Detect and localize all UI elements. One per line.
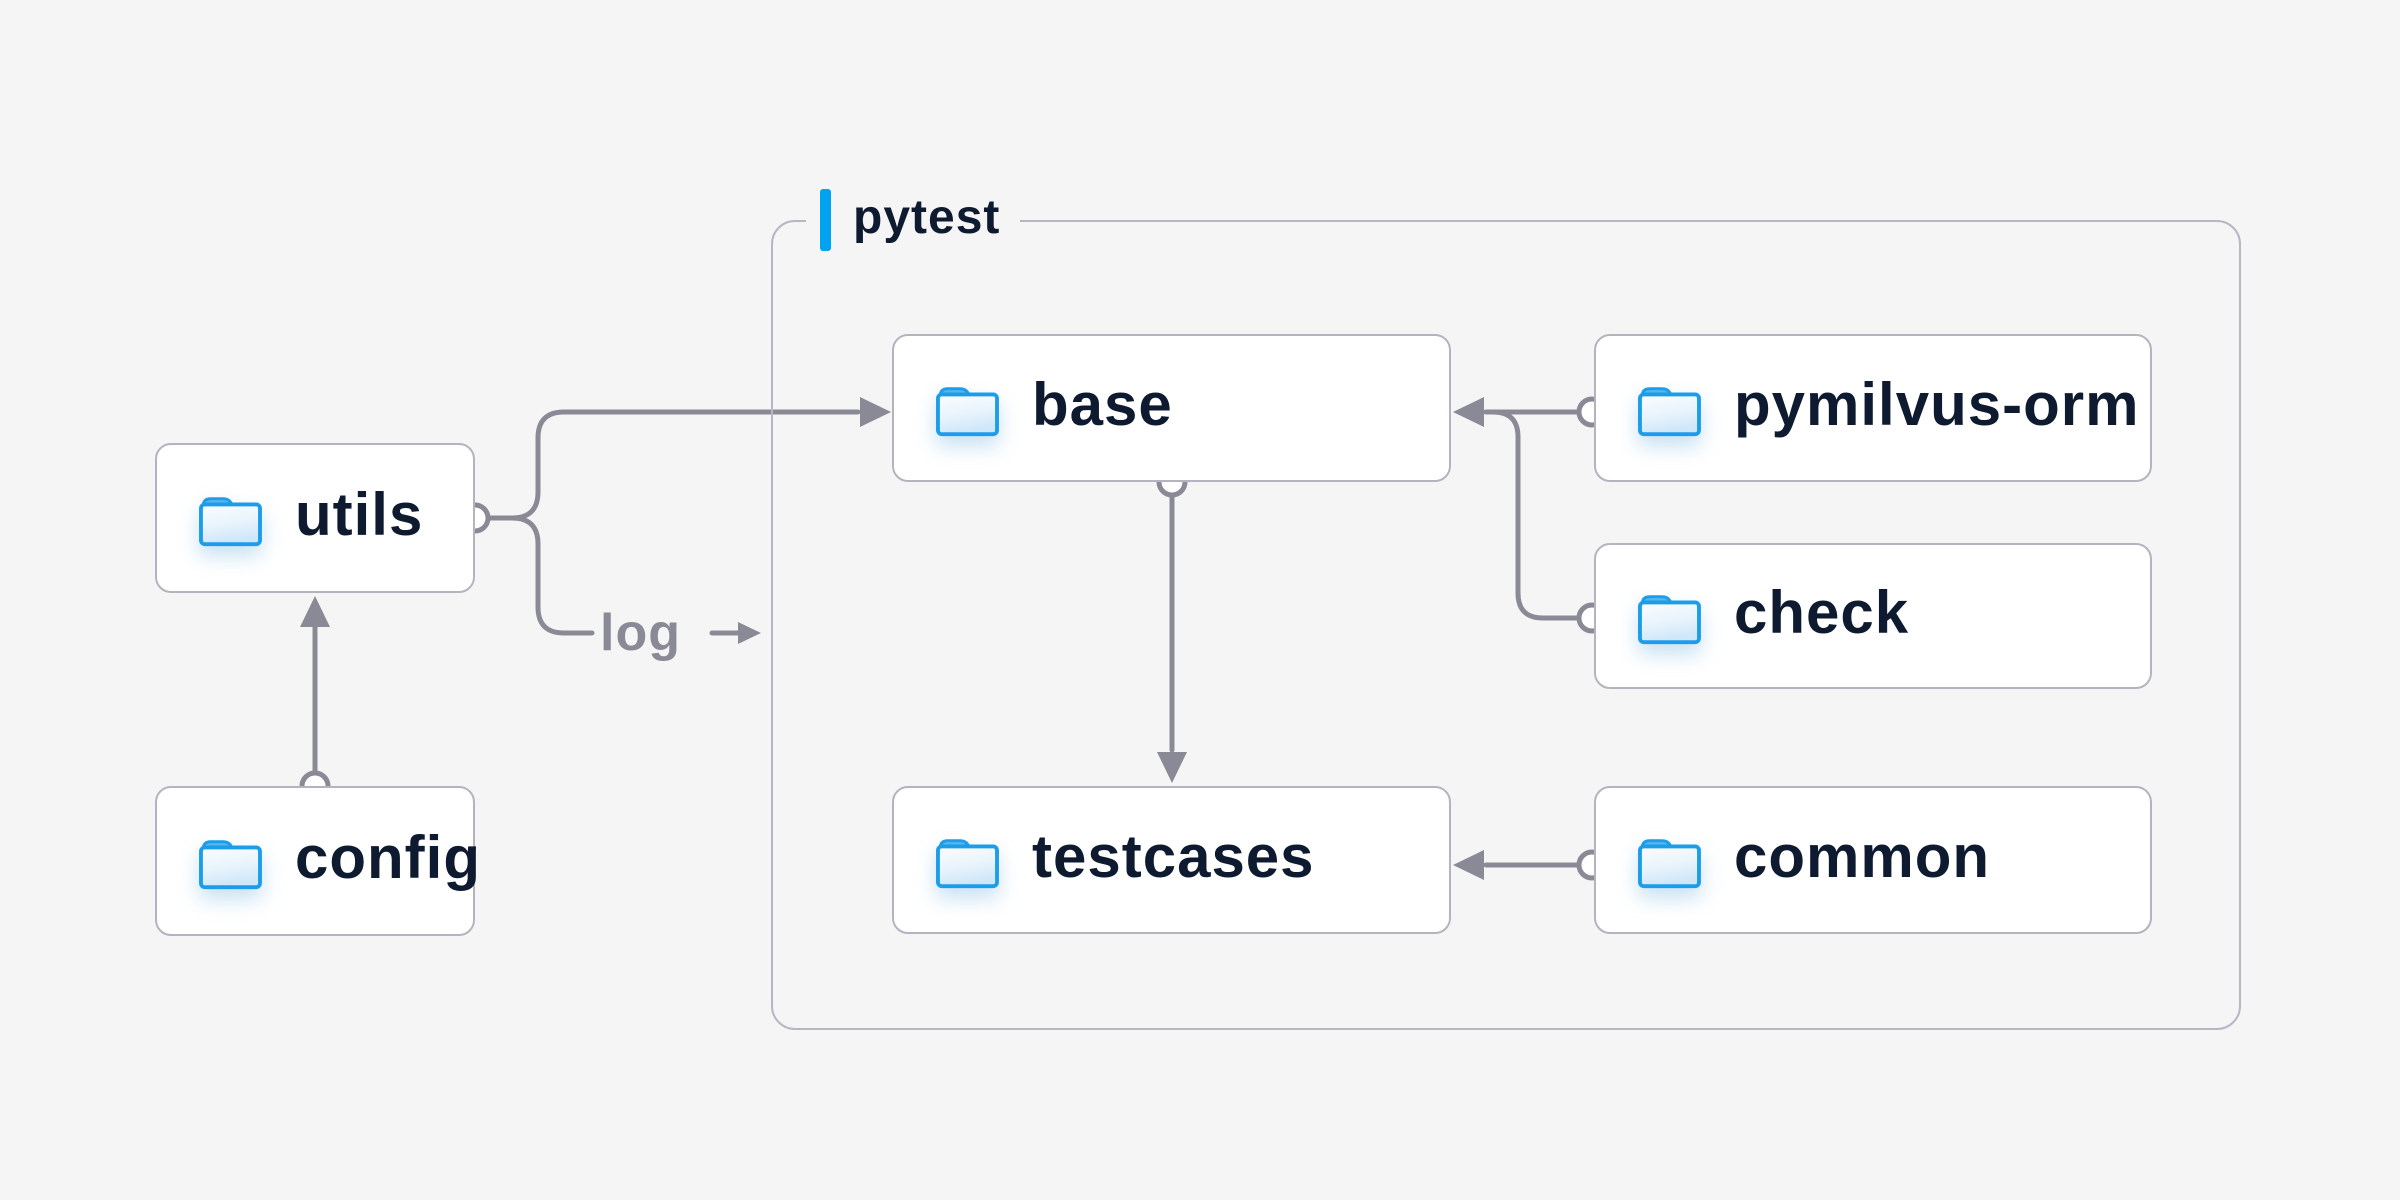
node-common: common <box>1594 786 2152 934</box>
node-label: testcases <box>1032 823 1315 890</box>
folder-icon <box>1634 586 1704 646</box>
node-label: base <box>1032 371 1173 438</box>
folder-icon <box>932 830 1002 890</box>
folder-icon <box>1634 378 1704 438</box>
node-config: config <box>155 786 480 936</box>
node-label: common <box>1734 823 1991 890</box>
edge-log-arrowhead <box>738 622 761 644</box>
node-label: pymilvus-orm <box>1734 371 2140 438</box>
folder-icon <box>195 488 265 548</box>
folder-icon <box>932 378 1002 438</box>
node-check: check <box>1594 543 2152 689</box>
pytest-group-title: pytest <box>853 191 1001 244</box>
node-base: base <box>892 334 1451 482</box>
node-label: utils <box>295 481 424 548</box>
pytest-group-container <box>771 220 2241 1030</box>
node-pymilvus-orm: pymilvus-orm <box>1594 334 2152 482</box>
accent-bar <box>820 189 831 251</box>
node-label: check <box>1734 579 1910 646</box>
edge-config-utils-arrowhead <box>300 596 330 627</box>
node-label: config <box>295 824 481 891</box>
edge-label-log: log <box>600 604 681 662</box>
pytest-group-label: pytest <box>806 187 1021 253</box>
folder-icon <box>1634 830 1704 890</box>
folder-icon <box>195 831 265 891</box>
node-testcases: testcases <box>892 786 1451 934</box>
node-utils: utils <box>155 443 475 593</box>
edge-utils-log-line <box>485 515 595 636</box>
